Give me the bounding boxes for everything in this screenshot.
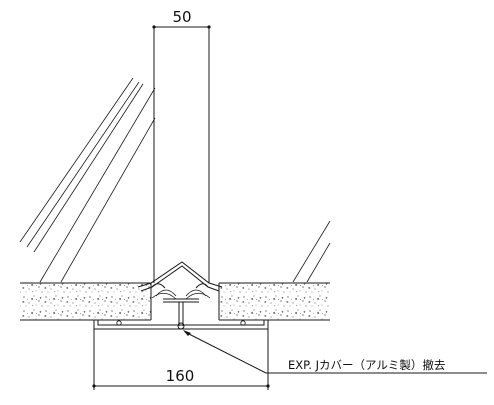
right-concrete-slab xyxy=(218,282,330,321)
callout-note-label: EXP. Jカバー（アルミ製）撤去 xyxy=(288,358,445,372)
left-diagonal-panels xyxy=(19,77,156,283)
top-dimension-label: 50 xyxy=(172,8,191,26)
expansion-joint-cover xyxy=(137,261,223,300)
top-dimension: 50 xyxy=(152,8,211,29)
bottom-cover-plate xyxy=(93,319,269,333)
left-concrete-slab xyxy=(20,282,152,321)
bottom-dimension: 160 xyxy=(92,333,270,390)
bottom-dimension-label: 160 xyxy=(166,367,195,385)
right-diagonal-panels xyxy=(292,220,331,283)
joint-gap-lines xyxy=(153,27,210,283)
callout-leader: EXP. Jカバー（アルミ製）撤去 xyxy=(183,330,487,374)
t-bar-anchor xyxy=(163,298,199,330)
